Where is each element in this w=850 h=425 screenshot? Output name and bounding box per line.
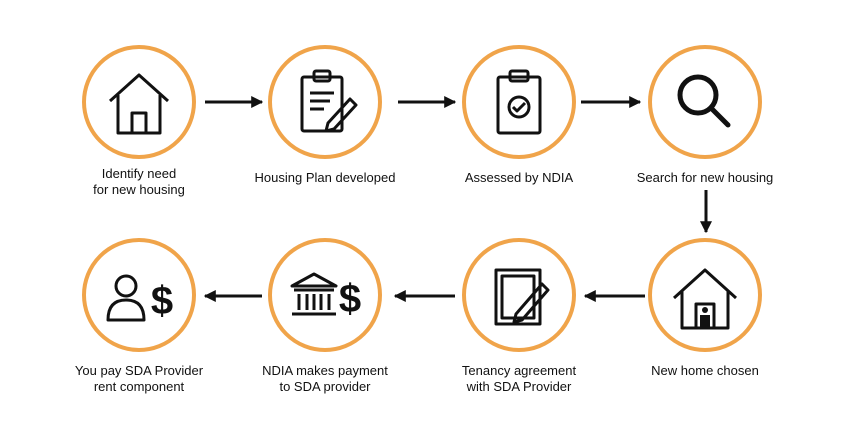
step-7-circle: $ xyxy=(268,238,382,352)
step-4-label: Search for new housing xyxy=(636,170,774,185)
step-3-label: Assessed by NDIA xyxy=(464,170,574,185)
step-1-circle xyxy=(82,45,196,159)
magnifier-icon xyxy=(677,74,731,128)
house-icon xyxy=(108,73,170,135)
step-2-circle xyxy=(268,45,382,159)
bank-dollar-icon: $ xyxy=(290,272,361,321)
svg-text:$: $ xyxy=(151,279,173,323)
step-5-label: New home chosen xyxy=(651,363,759,378)
step-6-circle xyxy=(462,238,576,352)
step-8-circle: $ xyxy=(82,238,196,352)
step-3-circle xyxy=(462,45,576,159)
svg-text:$: $ xyxy=(339,277,361,321)
house-person-icon xyxy=(672,268,738,330)
step-2-label: Housing Plan developed xyxy=(254,170,396,185)
clipboard-pen-icon xyxy=(300,69,358,133)
step-6-label: Tenancy agreement with SDA Provider xyxy=(461,363,577,394)
step-8-label: You pay SDA Provider rent component xyxy=(74,363,204,394)
clipboard-check-icon xyxy=(496,69,542,135)
person-dollar-icon: $ xyxy=(106,274,173,323)
document-pen-icon xyxy=(494,268,550,326)
step-7-label: NDIA makes payment to SDA provider xyxy=(262,363,388,394)
step-5-circle xyxy=(648,238,762,352)
step-4-circle xyxy=(648,45,762,159)
step-1-label: Identify need for new housing xyxy=(93,166,185,197)
